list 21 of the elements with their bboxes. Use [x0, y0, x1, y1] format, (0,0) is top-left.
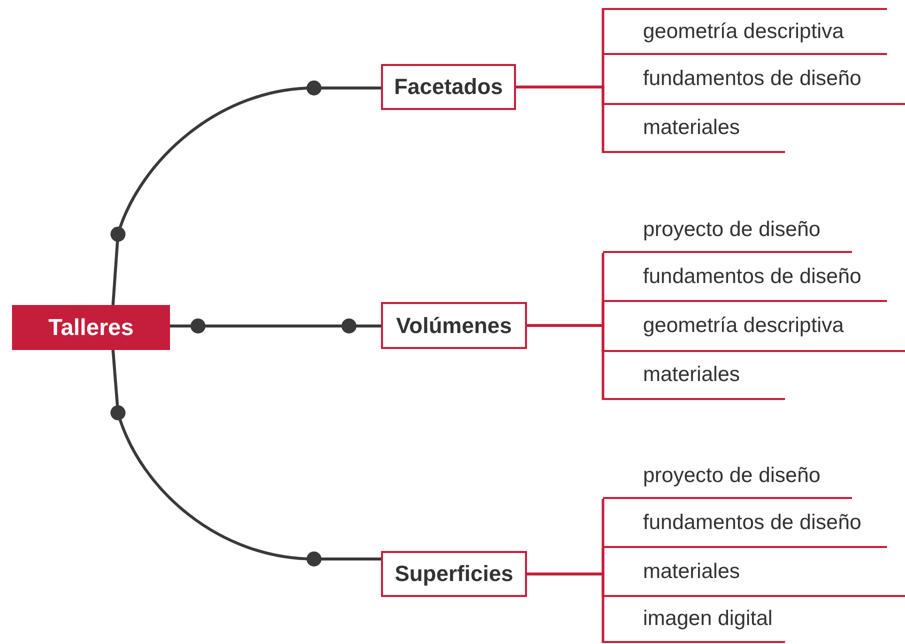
list-item: fundamentos de diseño — [603, 55, 905, 105]
list-item: materiales — [603, 105, 785, 153]
list-item: materiales — [603, 352, 785, 400]
connector-line — [516, 86, 604, 153]
list-item: geometría descriptiva — [603, 8, 887, 55]
list-item: geometría descriptiva — [603, 302, 905, 352]
category-box: Volúmenes — [381, 302, 527, 349]
dot-connector — [110, 350, 381, 566]
list-item: fundamentos de diseño — [603, 253, 887, 302]
category-box: Superficies — [381, 551, 527, 597]
dot-connector — [110, 80, 381, 306]
list-item: materiales — [603, 548, 905, 597]
category-box: Facetados — [381, 64, 516, 110]
list-item: proyecto de diseño — [603, 454, 852, 499]
list-item: fundamentos de diseño — [603, 499, 887, 548]
list-item: imagen digital — [603, 597, 785, 643]
dot-connector — [170, 318, 381, 334]
list-item: proyecto de diseño — [603, 208, 852, 253]
connector-line — [527, 572, 604, 643]
connector-line — [527, 324, 604, 400]
title-box: Talleres — [12, 305, 170, 350]
